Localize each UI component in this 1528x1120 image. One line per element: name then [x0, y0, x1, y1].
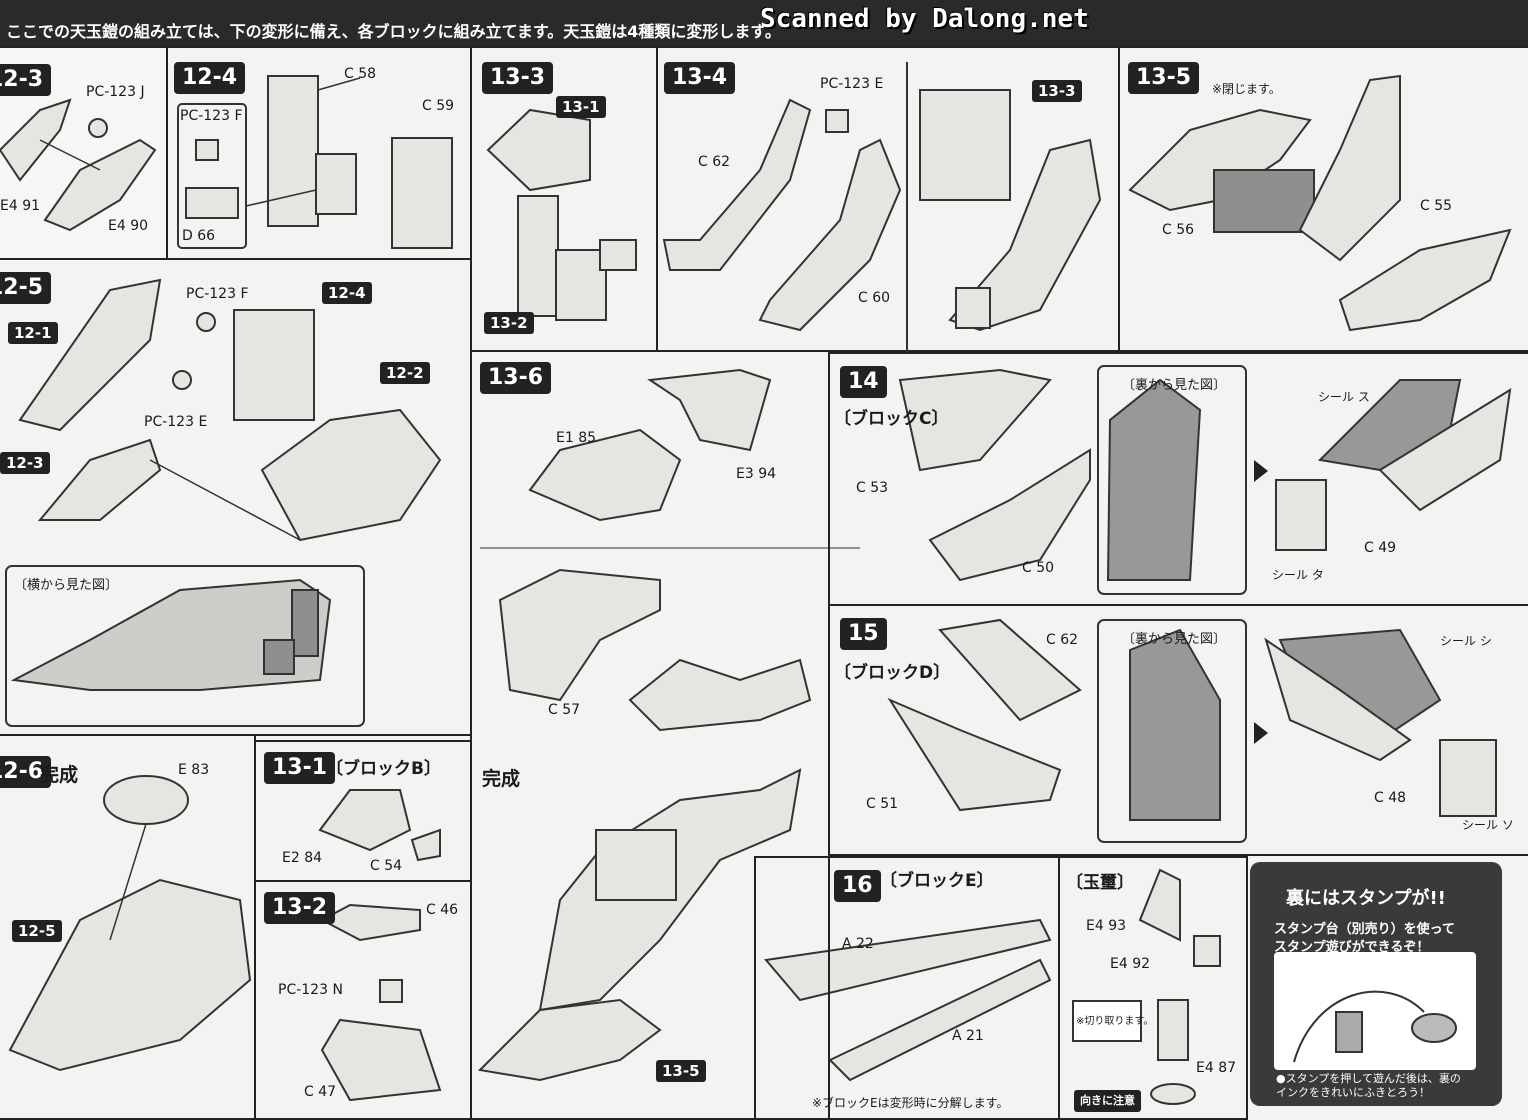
part-label: C 55 [1420, 198, 1453, 214]
block-title: 〔ブロックB〕 [326, 759, 441, 779]
reference-tag: 13-1 [556, 96, 606, 118]
seal-label: シール タ [1272, 568, 1324, 582]
header-instruction: ここでの天玉鎧の組み立ては、下の変形に備え、各ブロックに組み立てます。天玉鎧は4… [6, 22, 781, 41]
stamp-line: スタンプ遊びができるぞ！ [1274, 940, 1430, 955]
stamp-line: スタンプ台（別売り）を使って [1274, 922, 1455, 937]
stamp-info-box: 裏にはスタンプが!! スタンプ台（別売り）を使って スタンプ遊びができるぞ！ ●… [1250, 862, 1502, 1106]
divider [906, 62, 908, 352]
block-title: 〔ブロックD〕 [834, 663, 951, 683]
stamp-footer: インクをきれいにふきとろう！ [1276, 1086, 1430, 1099]
part-label: C 62 [1046, 632, 1079, 648]
stamp-drawing [1293, 990, 1457, 1063]
part-label: C 62 [698, 154, 731, 170]
side-view-caption: 〔横から見た図〕 [14, 578, 119, 593]
panel-step-15 [828, 604, 1528, 856]
orientation-tag: 向きに注意 [1074, 1090, 1141, 1112]
step-label: 13-1 [264, 752, 336, 784]
part-label: C 49 [1364, 540, 1397, 556]
part-label: C 48 [1374, 790, 1407, 806]
part-label: A 21 [952, 1028, 984, 1044]
complete-title: 完成 [40, 764, 79, 786]
cut-note-text: ※切り取ります。 [1076, 1016, 1154, 1027]
part-label: E4 93 [1086, 918, 1127, 934]
seal-label: シール ス [1318, 390, 1370, 404]
step-label: 15 [840, 618, 887, 650]
gyokuji-title: 〔玉璽〕 [1066, 873, 1134, 893]
panel-gyokuji [1058, 856, 1248, 1120]
back-view-caption: 〔裏から見た図〕 [1122, 378, 1227, 393]
step-label: 14 [840, 366, 887, 398]
part-label: PC-123 E [820, 76, 884, 92]
block-title: 〔ブロックC〕 [834, 409, 949, 429]
part-label: PC-123 E [144, 414, 208, 430]
part-label: C 51 [866, 796, 899, 812]
panel-step-16 [754, 856, 1060, 1120]
part-label: C 46 [426, 902, 459, 918]
part-label: C 58 [344, 66, 377, 82]
step-label: 13-2 [264, 892, 336, 924]
part-label: E2 84 [282, 850, 323, 866]
panel-step-13-5 [1118, 46, 1528, 352]
step-label: 13-6 [480, 362, 552, 394]
reference-tag: 12-4 [322, 282, 372, 304]
note-text: ※ブロックEは変形時に分解します。 [812, 1096, 1009, 1110]
part-label: C 47 [304, 1084, 337, 1100]
part-label: E4 92 [1110, 956, 1151, 972]
part-label: E 83 [178, 762, 210, 778]
stamp-illustration [1274, 952, 1476, 1070]
part-label: C 57 [548, 702, 581, 718]
reference-tag: 12-1 [8, 322, 58, 344]
header-bar: ここでの天玉鎧の組み立ては、下の変形に備え、各ブロックに組み立てます。天玉鎧は4… [0, 0, 1528, 46]
part-label: E3 94 [736, 466, 777, 482]
complete-title: 完成 [482, 768, 521, 790]
step-label: 12-4 [174, 62, 246, 94]
part-label: A 22 [842, 936, 874, 952]
reference-tag: 13-3 [1032, 80, 1082, 102]
cut-note-bubble: ※切り取ります。 [1072, 1000, 1153, 1042]
part-label: E1 85 [556, 430, 597, 446]
scanner-watermark: Scanned by Dalong.net [760, 4, 1089, 34]
seal-label: シール シ [1440, 634, 1492, 648]
part-label: C 50 [1022, 560, 1055, 576]
reference-tag: 12-5 [12, 920, 62, 942]
part-label: PC-123 N [278, 982, 343, 998]
part-label: PC-123 J [86, 84, 145, 100]
step-label: 12-5 [0, 272, 52, 304]
reference-tag: 13-5 [656, 1060, 706, 1082]
part-label: E4 87 [1196, 1060, 1237, 1076]
part-label: C 59 [422, 98, 455, 114]
step-label: 13-5 [1128, 62, 1200, 94]
note-text: ※閉じます。 [1212, 82, 1281, 96]
reference-tag: 13-2 [484, 312, 534, 334]
arrow-right-icon [1254, 460, 1268, 482]
step-label: 12-6 [0, 756, 52, 788]
reference-tag: 12-3 [0, 452, 50, 474]
part-label: C 54 [370, 858, 403, 874]
step-label: 12-3 [0, 64, 52, 96]
step-label: 16 [834, 870, 881, 902]
reference-tag: 12-2 [380, 362, 430, 384]
step-label: 13-3 [482, 62, 554, 94]
part-label: PC-123 F [186, 286, 249, 302]
part-label: C 56 [1162, 222, 1195, 238]
part-label: E4 91 [0, 198, 41, 214]
block-title: 〔ブロックE〕 [880, 871, 994, 891]
part-label: C 60 [858, 290, 891, 306]
step-label: 13-4 [664, 62, 736, 94]
seal-label: シール ソ [1462, 818, 1514, 832]
part-label: PC-123 F [180, 108, 243, 124]
panel-step-12-5 [0, 258, 472, 736]
arrow-right-icon [1254, 722, 1268, 744]
back-view-caption: 〔裏から見た図〕 [1122, 632, 1227, 647]
part-label: E4 90 [108, 218, 149, 234]
stamp-heading: 裏にはスタンプが!! [1286, 888, 1446, 909]
part-label: C 53 [856, 480, 889, 496]
part-label: D 66 [182, 228, 216, 244]
stamp-footer: ●スタンプを押して遊んだ後は、裏の [1276, 1072, 1461, 1085]
